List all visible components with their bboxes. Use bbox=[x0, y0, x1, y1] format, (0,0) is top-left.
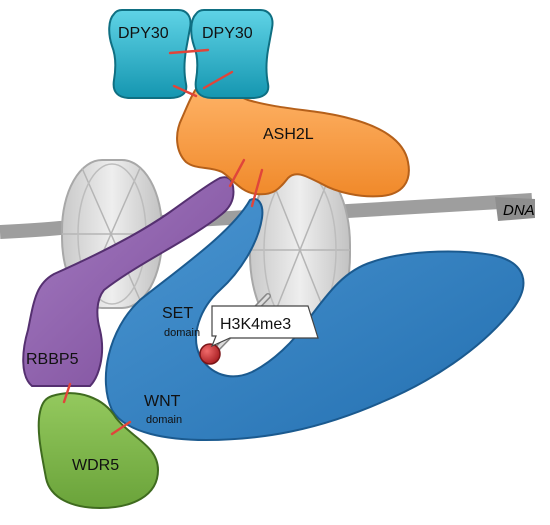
h3k4me3-label: H3K4me3 bbox=[220, 316, 291, 333]
dna-label: DNA bbox=[503, 202, 535, 219]
dpy30-right-protein: DPY30 bbox=[190, 9, 274, 99]
rbbp5-label: RBBP5 bbox=[26, 351, 79, 368]
h3k4me3-callout: H3K4me3 bbox=[210, 305, 319, 348]
wnt-domain-label: domain bbox=[146, 414, 182, 426]
wdr5-label: WDR5 bbox=[72, 457, 119, 474]
wdr5-protein: WDR5 bbox=[37, 392, 160, 510]
dpy30-left-protein: DPY30 bbox=[108, 9, 192, 99]
link-dpy30-ash2l-1 bbox=[172, 84, 198, 98]
set-domain-label: domain bbox=[164, 327, 200, 339]
ash2l-protein: ASH2L bbox=[176, 78, 410, 198]
link-ash2l-mll bbox=[250, 168, 264, 208]
link-rbbp5-wdr5 bbox=[62, 382, 72, 404]
dpy30-right-label: DPY30 bbox=[202, 25, 253, 42]
mll-set-protein bbox=[104, 198, 525, 442]
rbbp5-protein: RBBP5 bbox=[22, 176, 235, 387]
set-label: SET bbox=[162, 305, 193, 322]
dpy30-left-label: DPY30 bbox=[118, 25, 169, 42]
dna-strand: DNA bbox=[0, 193, 535, 239]
methyl-mark-icon bbox=[199, 343, 221, 365]
ash2l-label: ASH2L bbox=[263, 126, 314, 143]
link-dpy30-ash2l-2 bbox=[202, 70, 234, 90]
link-dpy30-dpy30 bbox=[168, 48, 210, 55]
link-wdr5-wnt bbox=[110, 420, 132, 436]
link-ash2l-rbbp5 bbox=[228, 158, 246, 188]
interaction-links bbox=[62, 48, 264, 436]
wnt-label: WNT bbox=[144, 393, 181, 410]
